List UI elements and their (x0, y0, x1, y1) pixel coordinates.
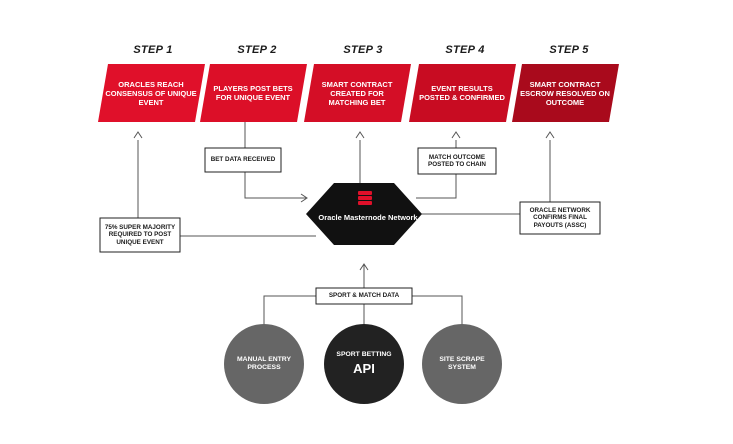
api-circle (324, 324, 404, 404)
match-outcome-box-shape (417, 147, 497, 175)
manual-entry-text: MANUAL ENTRY PROCESS (237, 356, 291, 371)
arrow-to-hub-left (300, 193, 308, 203)
arrow-step-5 (545, 131, 555, 139)
arrow-step-4 (451, 131, 461, 139)
super-majority-label: 75% SUPER MAJORITY REQUIRED TO POST UNIQ… (104, 223, 176, 246)
step-1-title: STEP 1 (133, 44, 173, 56)
step-2-label: PLAYERS POST BETS FOR UNIQUE EVENT (213, 84, 293, 102)
manual-entry-label: MANUAL ENTRY PROCESS (234, 340, 294, 388)
step-3-shape (304, 64, 411, 122)
connector-betdata-hub (244, 172, 306, 199)
connector-scrape (412, 295, 463, 330)
match-outcome-label: MATCH OUTCOME POSTED TO CHAIN (428, 153, 486, 169)
connector-manual (263, 295, 316, 330)
hub-hexagon (306, 183, 422, 245)
step-1-label: ORACLES REACH CONSENSUS OF UNIQUE EVENT (105, 79, 197, 107)
step-5-shape (512, 64, 619, 122)
arrow-sportdata-hub (359, 263, 369, 271)
api-label: SPORT BETTING API (334, 340, 394, 388)
sport-match-box-shape (315, 287, 413, 305)
manual-entry-circle (224, 324, 304, 404)
payouts-box-shape (519, 201, 601, 235)
bet-data-box-shape (204, 147, 282, 173)
step-4-shape (409, 64, 516, 122)
step-2-title: STEP 2 (237, 44, 277, 56)
step-5-label: SMART CONTRACT ESCROW RESOLVED ON OUTCOM… (520, 79, 610, 107)
api-big-text: API (353, 361, 375, 376)
arrow-step-3 (355, 131, 365, 139)
bet-data-label: BET DATA RECEIVED (210, 156, 276, 164)
step-3-title: STEP 3 (343, 44, 383, 56)
payouts-label: ORACLE NETWORK CONFIRMS FINAL PAYOUTS (A… (529, 206, 591, 229)
super-majority-box-shape (99, 217, 181, 253)
site-scrape-label: SITE SCRAPE SYSTEM (432, 340, 492, 388)
site-scrape-text: SITE SCRAPE SYSTEM (439, 356, 485, 371)
hub-label: Oracle Masternode Network (318, 213, 418, 222)
step-2-shape (200, 64, 307, 122)
step-4-title: STEP 4 (445, 44, 485, 56)
sport-match-label: SPORT & MATCH DATA (328, 292, 400, 300)
step-1-shape (98, 64, 205, 122)
step-4-label: EVENT RESULTS POSTED & CONFIRMED (419, 84, 505, 102)
step-5-title: STEP 5 (549, 44, 589, 56)
server-stack-icon (358, 191, 372, 205)
site-scrape-circle (422, 324, 502, 404)
connector-outcome-hub (416, 174, 457, 199)
arrow-step-1 (133, 131, 143, 139)
step-3-label: SMART CONTRACT CREATED FOR MATCHING BET (321, 79, 393, 107)
api-small-text: SPORT BETTING (336, 351, 392, 358)
